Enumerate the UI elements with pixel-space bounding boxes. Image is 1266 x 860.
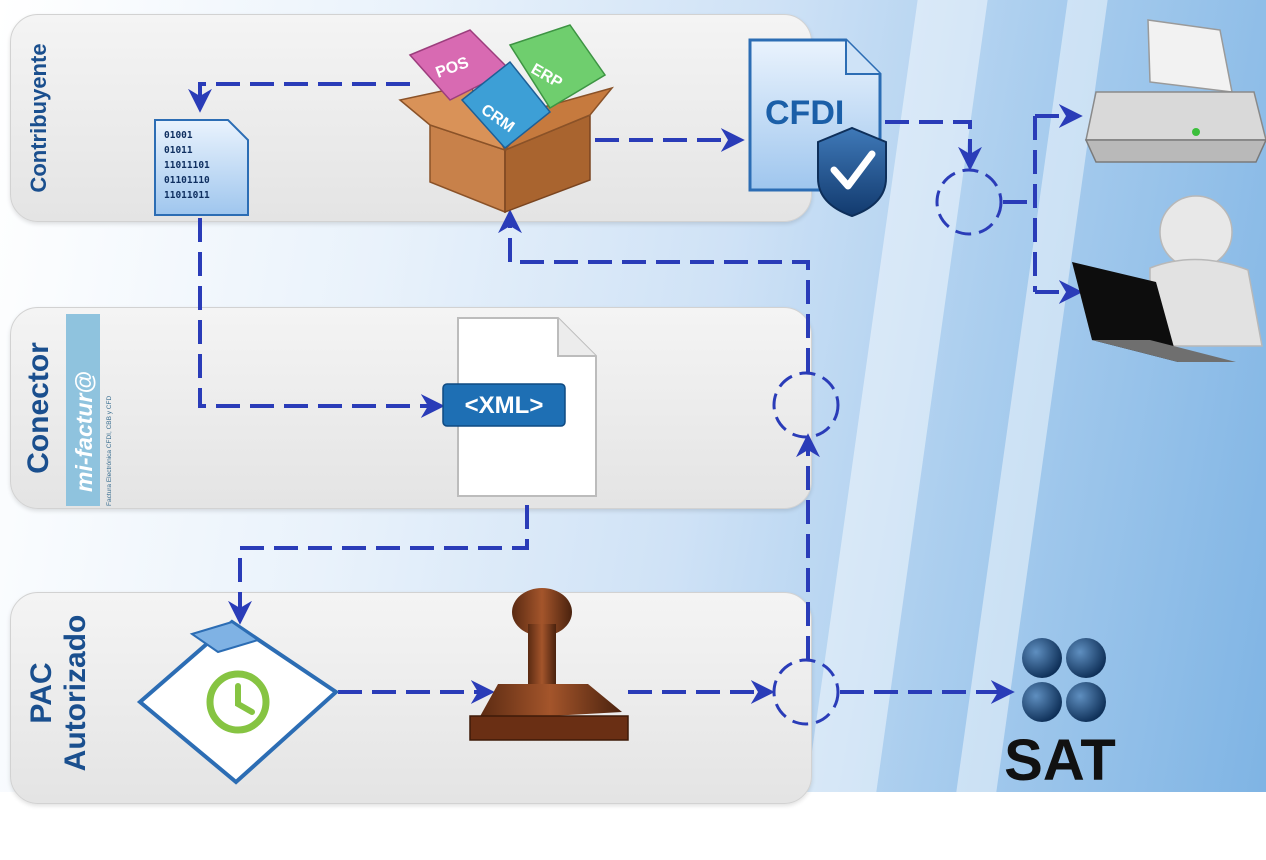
logo-bg xyxy=(66,314,100,506)
laptop-screen xyxy=(1072,262,1178,362)
printer-icon xyxy=(1084,19,1266,163)
xml-label: <XML> xyxy=(465,392,544,419)
xml-document-icon: <XML> xyxy=(442,317,597,497)
arrow-cfdi-to-junction xyxy=(885,120,982,171)
junction-output xyxy=(935,168,1003,236)
junction-conector xyxy=(772,371,840,439)
arrow-return-to-box xyxy=(498,209,810,372)
binary-line: 01011 xyxy=(164,145,193,156)
binary-line: 11011101 xyxy=(164,160,210,171)
junction-pac xyxy=(772,658,840,726)
arrow-xml-to-pac xyxy=(228,505,529,625)
pac-clock-icon xyxy=(136,619,340,785)
xml-badge xyxy=(442,383,566,427)
sat-logo: SAT xyxy=(1004,638,1116,792)
mi-factura-logo: mi-factur@ Factura Electrónica CFDI, CBB… xyxy=(66,314,113,506)
binary-line: 11011011 xyxy=(164,190,210,201)
lane-conector: Conector xyxy=(10,307,812,509)
arrow-box-to-binary xyxy=(188,82,410,113)
flow-lines xyxy=(188,82,1083,704)
cfdi-document-icon: CFDI xyxy=(748,38,887,218)
binary-line: 01001 xyxy=(164,130,193,141)
sat-label: SAT xyxy=(1004,728,1116,792)
software-box-icon: POS ERP CRM xyxy=(398,24,615,214)
rubber-stamp-icon xyxy=(469,588,629,741)
cfdi-label: CFDI xyxy=(765,94,844,132)
arrow-binary-to-xml xyxy=(198,218,445,418)
binary-file-icon: 01001 01011 11011101 01101110 11011011 xyxy=(154,119,249,216)
junctions xyxy=(772,168,1003,726)
binary-line: 01101110 xyxy=(164,175,210,186)
logo-tagline: Factura Electrónica CFDI, CBB y CFD xyxy=(106,396,113,506)
user-laptop-icon xyxy=(1072,195,1263,362)
cube-erp: ERP xyxy=(508,24,607,110)
shield-check-icon xyxy=(817,126,887,218)
logo-name: mi-factur@ xyxy=(71,371,97,492)
flow-diagram: mi-factur@ Factura Electrónica CFDI, CBB… xyxy=(66,19,1266,792)
lane-contribuyente: Contribuyente xyxy=(10,14,812,222)
